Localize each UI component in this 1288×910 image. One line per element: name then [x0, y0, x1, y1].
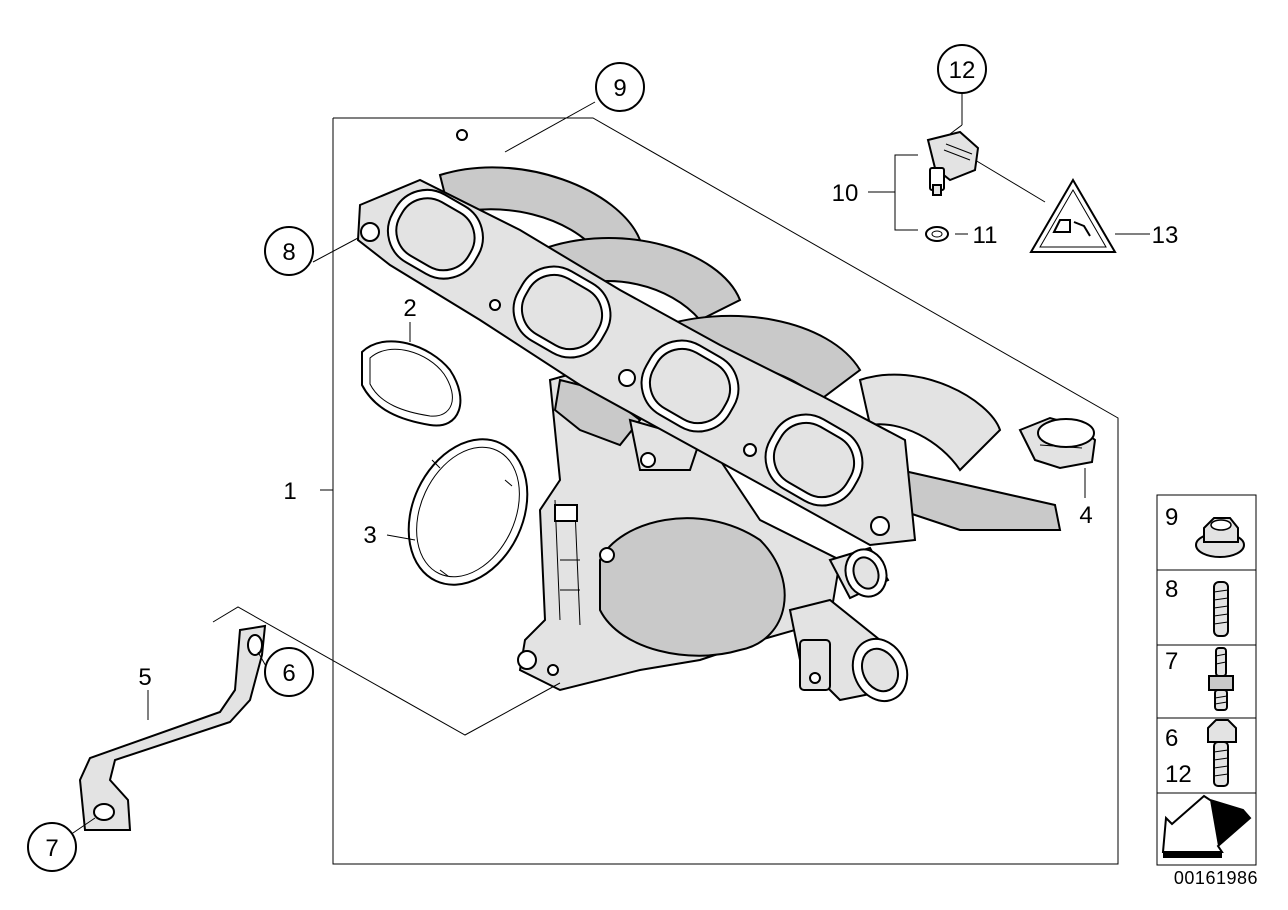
pressure-sensor[interactable]	[926, 130, 980, 196]
callout-7-label: 7	[45, 835, 58, 862]
panel-row-9[interactable]: 9	[1165, 504, 1245, 558]
callout-6-label: 6	[282, 660, 295, 687]
assembly-frame	[320, 117, 1119, 865]
hex-bolt-icon	[1207, 719, 1237, 787]
intake-manifold[interactable]	[356, 129, 1062, 710]
label-5[interactable]: 5	[138, 664, 151, 691]
pipe-connector-upper	[828, 546, 890, 600]
label-3[interactable]: 3	[363, 522, 376, 549]
hardware-panel: 9 8 7 6 12	[1156, 494, 1257, 866]
panel-row-8[interactable]: 8	[1165, 576, 1229, 637]
support-bracket[interactable]	[78, 624, 267, 831]
callout-12[interactable]: 12	[937, 44, 987, 94]
label-13[interactable]: 13	[1152, 222, 1179, 249]
callout-7[interactable]: 7	[27, 822, 77, 872]
panel-label-12: 12	[1165, 761, 1192, 788]
panel-row-6-12[interactable]: 6 12	[1165, 719, 1237, 788]
direction-arrow-icon	[1161, 794, 1252, 858]
panel-label-7: 7	[1165, 648, 1178, 675]
callout-12-label: 12	[949, 57, 976, 84]
panel-label-6: 6	[1165, 725, 1178, 752]
stud-icon	[1213, 581, 1229, 637]
label-11[interactable]: 11	[973, 222, 998, 249]
callout-9-label: 9	[613, 75, 626, 102]
label-2[interactable]: 2	[403, 295, 416, 322]
flange-nut-icon	[1195, 517, 1245, 558]
ring-gasket[interactable]	[386, 420, 550, 604]
stud-bolt-icon	[1208, 647, 1234, 711]
callout-8[interactable]: 8	[264, 226, 314, 276]
sealing-plug[interactable]	[1018, 416, 1097, 470]
label-1[interactable]: 1	[283, 478, 296, 505]
label-10[interactable]: 10	[832, 180, 859, 207]
pipe-connector-lower	[788, 598, 909, 703]
document-number: 00161986	[1173, 868, 1258, 888]
panel-label-9: 9	[1165, 504, 1178, 531]
sealing-ring-small[interactable]	[925, 226, 949, 242]
reference-lines	[69, 101, 1086, 836]
callout-6[interactable]: 6	[264, 647, 314, 697]
label-4[interactable]: 4	[1079, 502, 1092, 529]
callout-9[interactable]: 9	[595, 62, 645, 112]
callout-8-label: 8	[282, 239, 295, 266]
panel-label-8: 8	[1165, 576, 1178, 603]
warning-label-triangle[interactable]	[1029, 178, 1117, 253]
panel-row-7[interactable]: 7	[1165, 647, 1234, 711]
sensor-group	[868, 92, 1150, 235]
oval-gasket[interactable]	[361, 340, 462, 427]
